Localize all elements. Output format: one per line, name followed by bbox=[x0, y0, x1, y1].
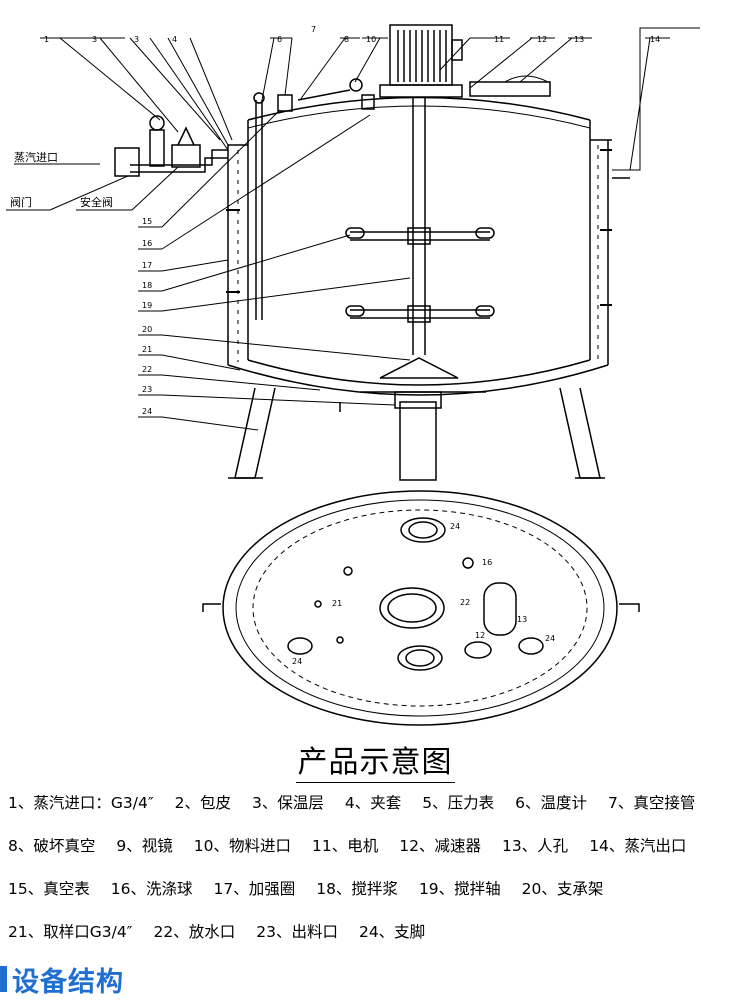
legend-item: 18、搅拌浆 bbox=[316, 880, 398, 898]
diagram-caption: 产品示意图 bbox=[0, 737, 750, 783]
legend-item: 3、保温层 bbox=[251, 794, 324, 812]
callout-16: 16 bbox=[142, 239, 152, 248]
section-title: 设备结构 bbox=[12, 966, 124, 998]
plan-label-16: 16 bbox=[482, 558, 492, 567]
legend-item: 14、蒸汽出口 bbox=[589, 837, 687, 855]
section-accent-bar bbox=[0, 966, 7, 992]
legend-item: 22、放水口 bbox=[153, 923, 236, 941]
plan-label-24-top: 24 bbox=[450, 522, 460, 531]
support-legs bbox=[228, 387, 605, 479]
callout-8: 8 bbox=[344, 35, 349, 44]
callout-2: 3 bbox=[92, 35, 97, 44]
plan-label-12: 12 bbox=[475, 631, 485, 640]
legend-item: 21、取样口G3/4″ bbox=[8, 923, 133, 941]
section-heading: 设备结构 bbox=[0, 960, 124, 998]
tank-diagram: 1 3 3 4 6 7 8 10 11 12 13 14 bbox=[6, 24, 700, 726]
legend-item: 7、真空接管 bbox=[607, 794, 696, 812]
legend-item: 2、包皮 bbox=[174, 794, 231, 812]
plan-label-24-left: 24 bbox=[292, 657, 302, 666]
callout-21: 21 bbox=[142, 345, 152, 354]
tank-top bbox=[247, 96, 591, 121]
plan-view bbox=[202, 490, 640, 726]
safety-valve-label: 安全阀 bbox=[80, 195, 113, 209]
callout-12: 12 bbox=[537, 35, 547, 44]
callout-3: 3 bbox=[134, 35, 139, 44]
legend-item: 6、温度计 bbox=[515, 794, 587, 812]
plan-label-21: 21 bbox=[332, 599, 342, 608]
legend-item: 24、支脚 bbox=[358, 923, 426, 941]
callout-13: 13 bbox=[574, 35, 584, 44]
callout-1: 1 bbox=[44, 35, 49, 44]
bottom-outlet bbox=[339, 391, 486, 481]
callout-24: 24 bbox=[142, 407, 152, 416]
motor bbox=[379, 24, 463, 98]
legend-item: 1、蒸汽进口：G3/4″ bbox=[8, 794, 154, 812]
callout-18: 18 bbox=[142, 281, 152, 290]
tank-walls bbox=[227, 120, 612, 396]
pipe-labels: 蒸汽进口 阀门 安全阀 bbox=[10, 150, 113, 209]
callout-23: 23 bbox=[142, 385, 152, 394]
callout-14: 14 bbox=[650, 35, 660, 44]
legend-item: 19、搅拌轴 bbox=[418, 880, 501, 898]
callout-11: 11 bbox=[494, 35, 504, 44]
legend-item: 5、压力表 bbox=[422, 794, 495, 812]
caption-text: 产品示意图 bbox=[295, 745, 455, 783]
parts-legend: 1、蒸汽进口：G3/4″ 2、包皮 3、保温层 4、夹套 5、压力表 6、温度计 7、真空接… bbox=[8, 782, 744, 954]
legend-item: 13、人孔 bbox=[501, 837, 569, 855]
legend-item: 17、加强圈 bbox=[213, 880, 296, 898]
manhole bbox=[469, 75, 551, 97]
legend-item: 4、夹套 bbox=[344, 794, 402, 812]
left-callout-lines bbox=[138, 109, 411, 431]
legend-item: 11、电机 bbox=[311, 837, 379, 855]
agitator bbox=[345, 97, 495, 379]
top-callout-lines bbox=[40, 37, 670, 171]
callout-20: 20 bbox=[142, 325, 152, 334]
steam-inlet-piping bbox=[114, 115, 228, 177]
callout-6: 6 bbox=[277, 35, 282, 44]
legend-item: 16、洗涤球 bbox=[110, 880, 193, 898]
steam-inlet-label: 蒸汽进口 bbox=[14, 150, 58, 164]
left-callouts: 15 16 17 18 19 20 21 22 23 24 bbox=[142, 217, 152, 416]
plan-labels: 24 16 21 22 12 13 24 24 bbox=[292, 522, 555, 666]
legend-item: 12、减速器 bbox=[399, 837, 481, 855]
steam-outlet bbox=[612, 27, 700, 171]
legend-item: 9、视镜 bbox=[116, 837, 173, 855]
callout-10: 10 bbox=[366, 35, 376, 44]
legend-item: 10、物料进口 bbox=[193, 837, 291, 855]
vacuum-pipe bbox=[253, 78, 375, 320]
legend-item: 8、破坏真空 bbox=[8, 837, 96, 855]
callout-17: 17 bbox=[142, 261, 152, 270]
callout-4: 4 bbox=[172, 35, 177, 44]
plan-label-13: 13 bbox=[517, 615, 527, 624]
legend-item: 15、真空表 bbox=[8, 880, 90, 898]
callout-19: 19 bbox=[142, 301, 152, 310]
callout-7: 7 bbox=[311, 25, 316, 34]
valve-label: 阀门 bbox=[10, 195, 32, 209]
reinforcing-rings bbox=[226, 149, 612, 306]
top-callouts: 1 3 3 4 6 7 8 10 11 12 13 14 bbox=[44, 25, 660, 44]
legend-item: 20、支承架 bbox=[521, 880, 604, 898]
plan-label-24-right: 24 bbox=[545, 634, 555, 643]
plan-label-22: 22 bbox=[460, 598, 470, 607]
callout-22: 22 bbox=[142, 365, 152, 374]
callout-15: 15 bbox=[142, 217, 152, 226]
legend-item: 23、出料口 bbox=[256, 923, 338, 941]
